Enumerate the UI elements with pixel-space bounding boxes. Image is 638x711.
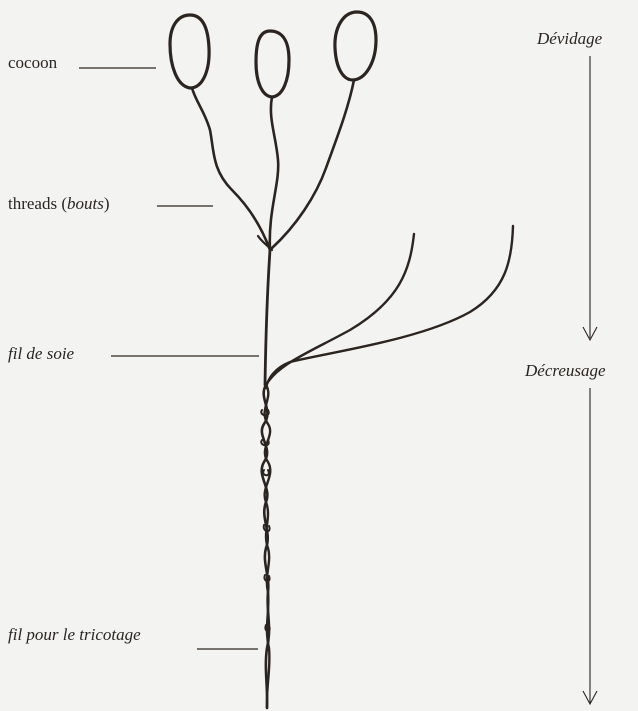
- thread-right: [272, 80, 354, 248]
- stage-decreusage: Décreusage: [524, 361, 606, 380]
- thread-middle: [270, 97, 278, 250]
- label-fil-pour-tricotage: fil pour le tricotage: [8, 625, 141, 644]
- thread-left: [192, 88, 270, 250]
- fil-de-soie-line: [265, 250, 270, 385]
- cocoons: [170, 12, 376, 97]
- label-threads-close: ): [104, 194, 110, 213]
- stage-devidage: Dévidage: [536, 29, 603, 48]
- threads-bouts: [192, 80, 354, 250]
- cocoon-left: [170, 15, 209, 88]
- label-threads-bouts: bouts: [67, 194, 104, 213]
- side-fiber-2: [266, 226, 513, 388]
- label-fil-de-soie: fil de soie: [8, 344, 75, 363]
- twisted-yarn: [261, 385, 270, 708]
- label-threads-main: threads (: [8, 194, 67, 213]
- label-cocoon: cocoon: [8, 53, 58, 72]
- side-fibers: [266, 226, 513, 388]
- cocoon-middle: [256, 31, 289, 97]
- label-threads: threads (bouts): [8, 194, 110, 213]
- cocoon-right: [335, 12, 376, 80]
